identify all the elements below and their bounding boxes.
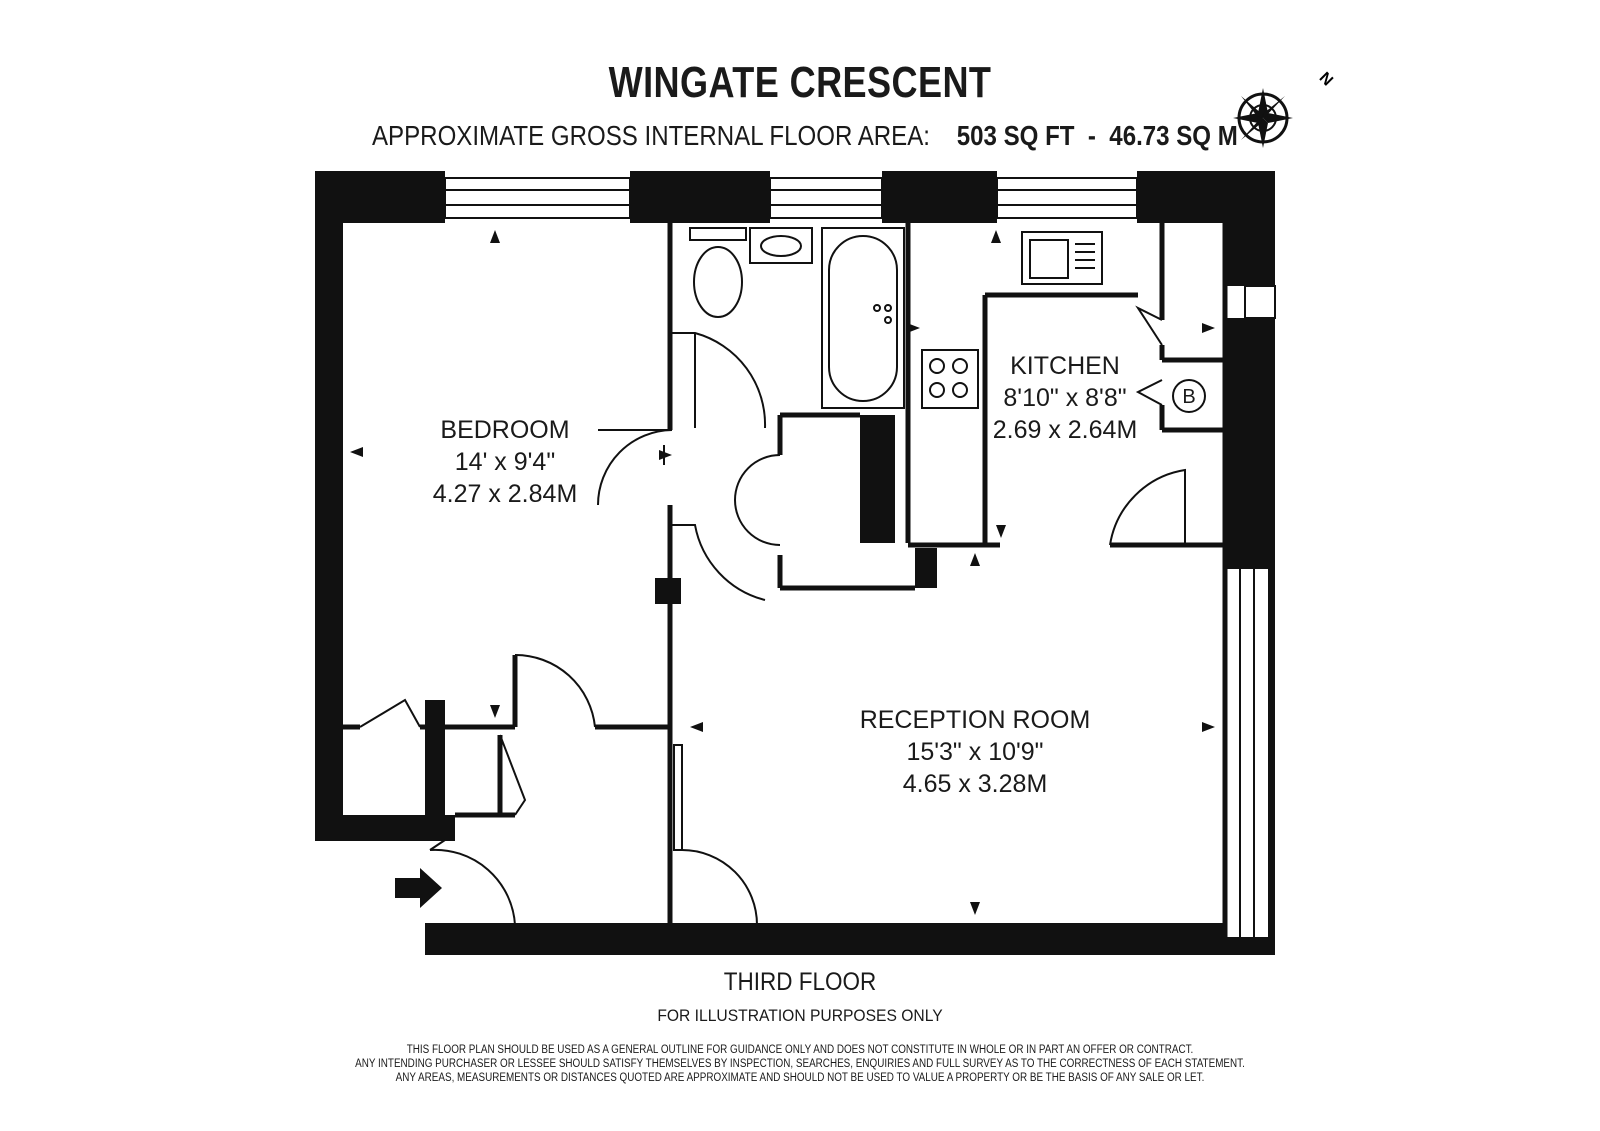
kitchen-imperial: 8'10" x 8'8": [1003, 384, 1126, 412]
window-east-small: [1244, 285, 1276, 319]
illustration-note: FOR ILLUSTRATION PURPOSES ONLY: [657, 1006, 943, 1025]
plan-title: WINGATE CRESCENT: [608, 58, 992, 107]
disclaimer: THIS FLOOR PLAN SHOULD BE USED AS A GENE…: [112, 1043, 1488, 1085]
boiler-icon: [1172, 379, 1206, 413]
reception-name: RECEPTION ROOM: [860, 706, 1091, 734]
floor-area-line: APPROXIMATE GROSS INTERNAL FLOOR AREA: 5…: [372, 120, 1238, 152]
kitchen-metric: 2.69 x 2.64M: [993, 416, 1138, 444]
floor-area-separator: -: [1087, 120, 1096, 151]
entrance-arrow-icon: [395, 868, 442, 908]
disclaimer-line: ANY INTENDING PURCHASER OR LESSEE SHOULD…: [355, 1058, 1245, 1070]
floor-area-sqm: 46.73 SQ M: [1109, 120, 1238, 151]
bedroom-metric: 4.27 x 2.84M: [433, 480, 578, 508]
window-bathroom: [769, 177, 883, 219]
exterior-walls: [315, 171, 1275, 955]
bedroom-name: BEDROOM: [440, 416, 569, 444]
disclaimer-line: THIS FLOOR PLAN SHOULD BE USED AS A GENE…: [406, 1044, 1194, 1056]
floor-area-label: APPROXIMATE GROSS INTERNAL FLOOR AREA:: [372, 120, 930, 151]
reception-imperial: 15'3" x 10'9": [906, 738, 1043, 766]
interior-walls: [343, 223, 1228, 938]
basin-bowl-icon: [760, 235, 802, 257]
kitchen-name: KITCHEN: [1010, 352, 1120, 380]
kitchen-fixtures: [921, 231, 1206, 413]
measurement-markers: [350, 230, 1215, 915]
compass-icon: N: [1233, 69, 1336, 148]
toilet-bowl-icon: [693, 246, 743, 318]
bathroom-fixtures: [689, 227, 905, 409]
bedroom-imperial: 14' x 9'4": [455, 448, 555, 476]
toilet-cistern: [689, 227, 747, 241]
window-kitchen: [996, 177, 1138, 219]
window-bedroom: [444, 177, 631, 219]
disclaimer-line: ANY AREAS, MEASUREMENTS OR DISTANCES QUO…: [395, 1072, 1205, 1084]
reception-metric: 4.65 x 3.28M: [903, 770, 1048, 798]
floor-area-sqft: 503 SQ FT: [956, 120, 1075, 151]
windows: [444, 177, 1276, 939]
boiler-label: B: [1182, 386, 1195, 408]
floor-name: THIRD FLOOR: [723, 968, 877, 996]
compass-north-label: N: [1316, 69, 1336, 89]
window-hall: [673, 744, 683, 851]
hob-icon: [921, 349, 979, 409]
window-reception: [1224, 567, 1270, 939]
doors: [359, 305, 1186, 926]
